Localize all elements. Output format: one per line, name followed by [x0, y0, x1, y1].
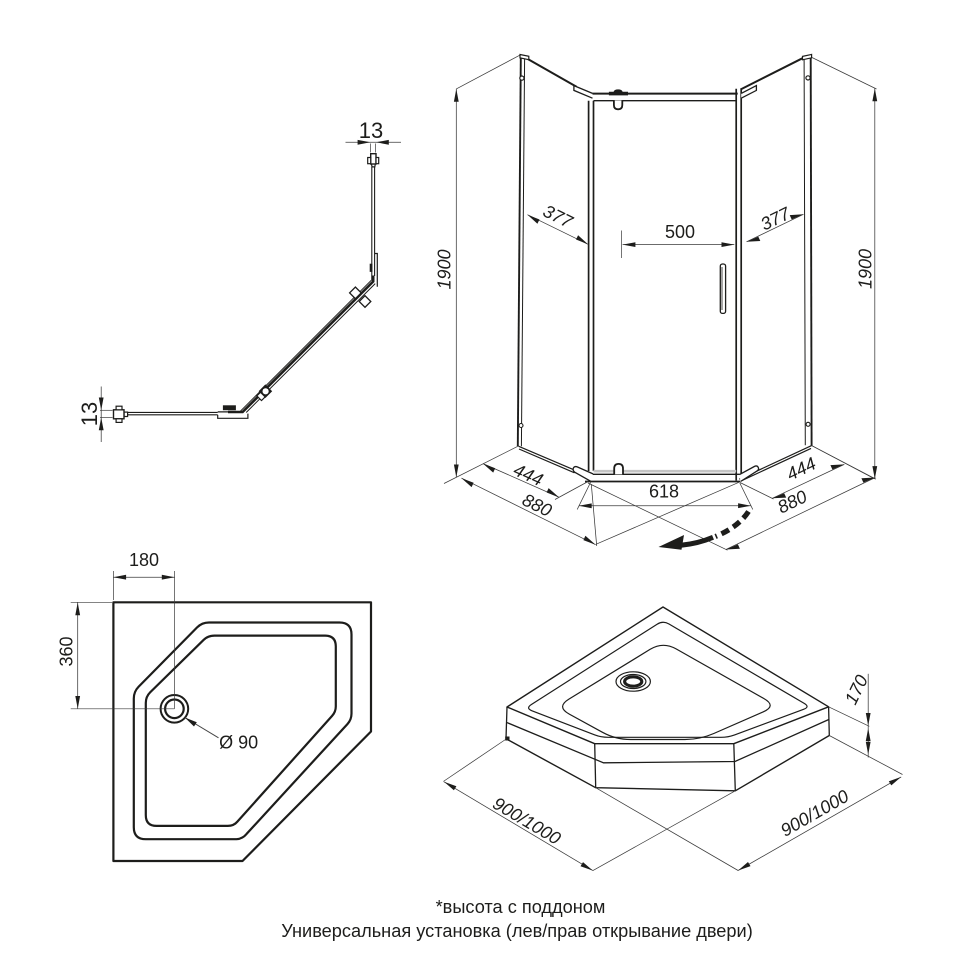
svg-text:13: 13: [359, 118, 383, 143]
svg-text:360: 360: [57, 636, 77, 666]
svg-text:500: 500: [665, 222, 695, 242]
svg-text:1900: 1900: [435, 249, 455, 289]
svg-text:13: 13: [77, 402, 102, 426]
svg-text:180: 180: [129, 550, 159, 570]
svg-text:Универсальная установка (лев/п: Универсальная установка (лев/прав открыв…: [281, 921, 753, 941]
svg-text:618: 618: [649, 482, 679, 502]
svg-text:Ø 90: Ø 90: [219, 733, 258, 753]
svg-text:1900: 1900: [856, 249, 876, 289]
svg-text:*высота с поддоном: *высота с поддоном: [436, 897, 606, 917]
